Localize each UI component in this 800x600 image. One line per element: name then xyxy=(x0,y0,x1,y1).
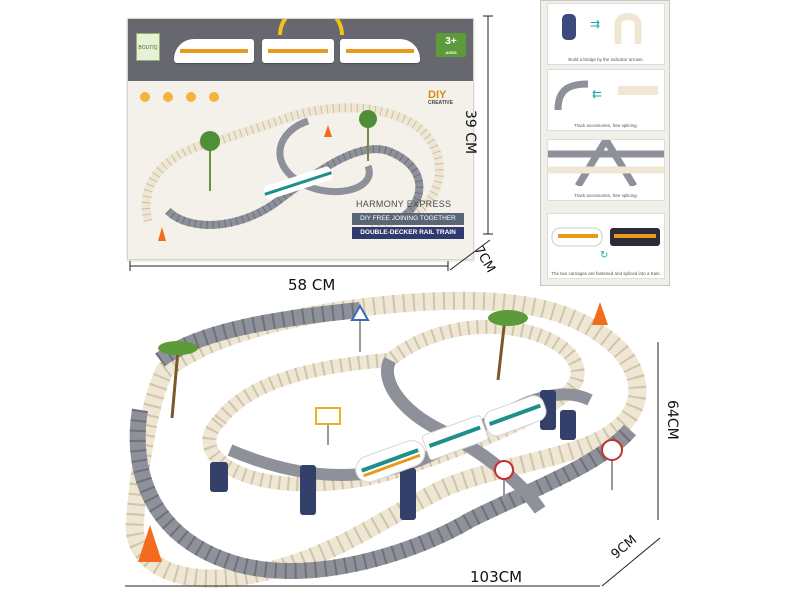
palm-tree-icon xyxy=(488,310,528,381)
diy-text: DIY xyxy=(428,89,447,101)
arrow-icon: ⇇ xyxy=(592,87,602,101)
instruction-step-1: ⇉ Build a bridge by the indicator arrows… xyxy=(547,3,665,65)
age-sub: AGES xyxy=(445,50,457,55)
set-width-label: 64CM xyxy=(664,400,680,440)
assembled-track-set xyxy=(125,291,661,588)
instruction-step-1-image: ⇉ xyxy=(562,13,642,44)
arrow-icon: ⇉ xyxy=(590,17,600,31)
box-title: HARMONY EXPRESS xyxy=(356,199,452,209)
palm-tree-icon xyxy=(158,341,198,419)
diy-sub: CREATIVE xyxy=(428,100,453,106)
feature-icons xyxy=(140,89,232,107)
instruction-step-3: Track accessories, free splicing. xyxy=(547,138,665,201)
instruction-step-4-caption: The two carriages are fastened and splic… xyxy=(551,271,661,276)
feature-icon xyxy=(140,92,150,102)
product-box-image: BOUTIQ 3+ AGES DIY CREATIVE HARMONY EXPR… xyxy=(127,18,474,260)
instruction-step-2-caption: Track accessories, free splicing. xyxy=(574,123,638,128)
train xyxy=(355,395,547,483)
box-tagline: DIY FREE JOINING TOGETHER xyxy=(352,213,464,225)
feature-icon xyxy=(186,92,196,102)
instruction-step-3-image xyxy=(548,138,664,188)
train-car-rear xyxy=(340,39,420,63)
instruction-step-4-image: ↻ xyxy=(551,227,660,261)
speed-sign-icon xyxy=(494,460,514,500)
instruction-step-2: ⇇ Track accessories, free splicing. xyxy=(547,69,665,131)
instruction-panel: ⇉ Build a bridge by the indicator arrows… xyxy=(540,0,670,286)
instruction-step-3-caption: Track accessories, free splicing. xyxy=(574,193,638,198)
road-sign-board-icon xyxy=(315,407,341,445)
train-car-middle xyxy=(262,39,334,63)
arrow-icon: ↻ xyxy=(600,250,608,261)
warning-sign-icon xyxy=(350,303,370,352)
box-dimension-lines xyxy=(129,15,493,271)
box-track-illustration xyxy=(141,103,444,241)
instruction-step-2-image: ⇇ xyxy=(554,80,658,111)
box-subtitle: DOUBLE-DECKER RAIL TRAIN xyxy=(352,227,464,239)
diy-logo: DIY CREATIVE xyxy=(428,89,453,106)
train-car-front xyxy=(174,39,254,63)
age-badge: 3+ AGES xyxy=(436,33,466,57)
age-value: 3+ xyxy=(445,36,457,47)
stop-sign-icon xyxy=(601,439,623,490)
feature-icon xyxy=(209,92,219,102)
brand-logo: BOUTIQ xyxy=(136,33,160,61)
set-length-label: 103CM xyxy=(470,568,523,586)
instruction-step-1-caption: Build a bridge by the indicator arrows. xyxy=(568,57,644,62)
traffic-cone-icon xyxy=(138,525,162,562)
box-height-label: 39 CM xyxy=(462,110,478,155)
box-width-label: 58 CM xyxy=(288,276,336,294)
instruction-step-4: ↻ The two carriages are fastened and spl… xyxy=(547,213,665,279)
traffic-cone-icon xyxy=(592,302,608,325)
feature-icon xyxy=(163,92,173,102)
box-handle xyxy=(278,19,344,35)
